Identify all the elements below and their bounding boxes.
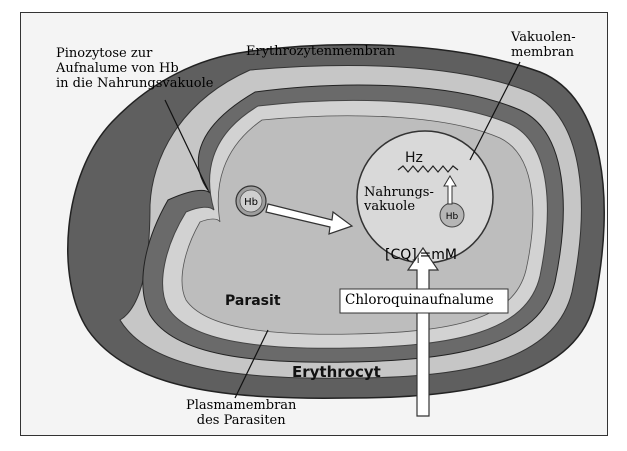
hz-label: Hz bbox=[405, 150, 423, 166]
hb-outer-label: Hb bbox=[244, 197, 258, 208]
pinocytosis-label: Pinozytose zur Aufnalume von Hb in die N… bbox=[56, 46, 213, 91]
food-vacuole-label: Nahrungs- vakuole bbox=[364, 186, 434, 214]
erythrocyte-label: Erythrocyt bbox=[292, 363, 381, 381]
cq-suffix: =mM bbox=[420, 247, 457, 263]
plasma-membrane-label: Plasmamembran des Parasiten bbox=[186, 398, 296, 428]
hb-inner-label: Hb bbox=[446, 212, 459, 222]
chloroquine-uptake-label: Chloroquinaufnalume bbox=[345, 293, 494, 308]
vacuole-membrane-label: Vakuolen- membran bbox=[511, 30, 576, 60]
erythrocyte-membrane-label: Erythrozytenmembran bbox=[246, 44, 395, 59]
parasite-label: Parasit bbox=[225, 293, 281, 309]
cq-prefix: [CQ] bbox=[385, 247, 417, 263]
cq-concentration-label: [CQ]i=mM bbox=[385, 233, 457, 268]
